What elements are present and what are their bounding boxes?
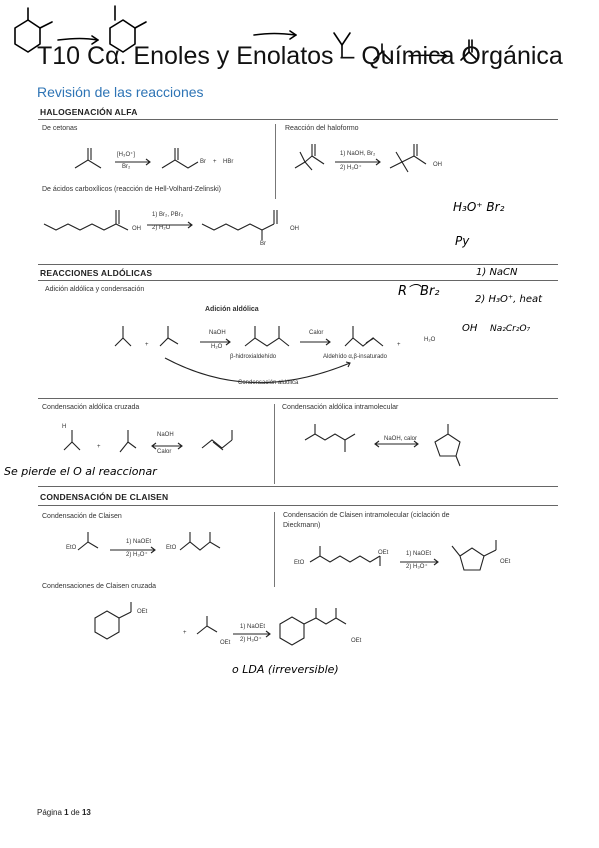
cruzada-calor: Calor xyxy=(157,449,172,455)
intramolecular-aldol-scheme xyxy=(304,424,461,467)
cruzada-oet-label-1: OEt xyxy=(137,609,148,615)
haloformo-reagent-2: 2) H₃O⁺ xyxy=(340,165,362,171)
section-divider xyxy=(38,119,558,120)
svg-text:+: + xyxy=(397,342,401,348)
dieckmann-product-oet-label: OEt xyxy=(500,559,511,565)
ketone-halogenation-scheme xyxy=(74,148,199,169)
cetonas-reagent-bottom: Br₂ xyxy=(122,164,131,170)
column-divider xyxy=(274,404,275,484)
handwritten-rbr: R⌒Br₂ xyxy=(398,284,440,299)
cruzada-naoh: NaOH xyxy=(157,432,174,438)
haloformo-oh-label: OH xyxy=(433,162,442,168)
adicion-naoh: NaOH xyxy=(209,330,226,336)
intra-reagent: NaOH, calor xyxy=(384,436,418,442)
cetonas-label: De cetonas xyxy=(42,125,78,132)
section-heading-halogenacion: HALOGENACIÓN ALFA xyxy=(40,107,138,117)
handwritten-oh: OH xyxy=(462,323,478,334)
handwritten-lda-note: o LDA (irreversible) xyxy=(232,663,339,676)
dieckmann-label-1: Condensación de Claisen intramolecular (… xyxy=(283,512,450,519)
section-divider xyxy=(38,280,558,281)
intra-label: Condensación aldólica intramolecular xyxy=(282,404,399,411)
claisen-reagent-2: 2) H₃O⁺ xyxy=(126,552,148,558)
hvz-scheme xyxy=(43,210,278,240)
cruzada-label: Condensación aldólica cruzada xyxy=(42,404,140,411)
cetonas-byproduct: HBr xyxy=(223,159,234,165)
column-divider xyxy=(274,512,275,587)
footer-page-number: 1 xyxy=(64,808,69,817)
section-divider xyxy=(38,505,558,506)
claisen-eto-label: EtO xyxy=(66,545,77,551)
adicion-h2o: H₂O xyxy=(211,344,223,350)
acidos-reagent-2: 2) H₂O xyxy=(152,225,171,231)
dieckmann-label-2: Dieckmann) xyxy=(283,522,321,529)
plus-sign: + xyxy=(213,159,217,165)
cruzada-product-oet-label: OEt xyxy=(351,638,362,644)
enal-label: Aldehído α,β-insaturado xyxy=(323,354,387,360)
handwritten-note: Se pierde el O al reaccionar xyxy=(4,465,157,478)
hvz-oh-label: OH xyxy=(132,226,141,232)
haloform-scheme xyxy=(294,144,427,173)
claisen-label: Condensación de Claisen xyxy=(42,513,122,520)
dieckmann-scheme xyxy=(309,540,497,571)
adicion-label: Adición aldólica y condensación xyxy=(45,286,145,293)
handwritten-oxidant: Na₂Cr₂O₇ xyxy=(490,324,531,334)
claisen-product-eto-label: EtO xyxy=(166,545,177,551)
footer-prefix: Página xyxy=(37,808,65,817)
water-byproduct: H₂O xyxy=(424,337,436,343)
column-divider xyxy=(275,124,276,199)
claisen-scheme xyxy=(77,532,221,554)
section-divider xyxy=(38,486,558,487)
acidos-label: De ácidos carboxílicos (reacción de Hell… xyxy=(42,186,221,193)
handwritten-step-2: 2) H₃O⁺, heat xyxy=(475,294,543,305)
dieckmann-oet-label: OEt xyxy=(378,550,389,556)
dieckmann-reagent-1: 1) NaOEt xyxy=(406,551,432,557)
svg-text:+: + xyxy=(145,342,149,348)
section-heading-claisen: CONDENSACIÓN DE CLAISEN xyxy=(40,492,169,502)
br-label: Br xyxy=(200,159,206,165)
adicion-calor: Calor xyxy=(309,330,324,336)
cruzada-reagent-1: 1) NaOEt xyxy=(240,624,266,630)
claisen-reagent-1: 1) NaOEt xyxy=(126,539,152,545)
cruzada-reagent-2: 2) H₃O⁺ xyxy=(240,637,262,643)
footer-mid: de xyxy=(68,808,82,817)
section-heading-aldolicas: REACCIONES ALDÓLICAS xyxy=(40,268,153,278)
haloformo-reagent-1: 1) NaOH, Br₂ xyxy=(340,151,376,157)
cruzada-oet-label-2: OEt xyxy=(220,640,231,646)
beta-hydroxy-label: β-hidroxialdehído xyxy=(230,354,277,360)
handwritten-oxidation xyxy=(373,39,478,61)
hvz-br-label: Br xyxy=(260,241,266,247)
adicion-title: Adición aldólica xyxy=(205,306,259,313)
handwritten-reagents: H₃O⁺ Br₂ xyxy=(453,200,505,214)
handwritten-cyclohexanone-bromination xyxy=(14,5,147,53)
crossed-claisen-scheme: + xyxy=(94,602,347,646)
aldol-scheme: + + xyxy=(114,326,401,384)
condensacion-label: Condensación aldólica xyxy=(238,380,299,386)
footer-total-pages: 13 xyxy=(81,808,91,817)
crossed-aldol-scheme: + xyxy=(63,430,233,453)
svg-text:+: + xyxy=(97,444,101,450)
section-divider xyxy=(38,264,558,265)
handwritten-nitrile-hydrolysis xyxy=(253,30,352,58)
handwritten-pyridine: Py xyxy=(455,234,470,248)
section-divider xyxy=(38,398,558,399)
page-footer: Página 1 de 13 xyxy=(37,808,91,817)
cetonas-reagent-top: [H₃O⁺] xyxy=(117,152,135,158)
dieckmann-eto-label: EtO xyxy=(294,560,305,566)
cruzada-h-label: H xyxy=(62,424,67,430)
claisen-cruzada-label: Condensaciones de Claisen cruzada xyxy=(42,583,157,590)
handwritten-step-1: 1) NaCN xyxy=(476,267,518,278)
svg-text:+: + xyxy=(183,630,187,636)
page-title: T10 Cα. Enoles y Enolatos – Química Orgá… xyxy=(37,42,563,70)
hvz-product-oh-label: OH xyxy=(290,226,299,232)
dieckmann-reagent-2: 2) H₃O⁺ xyxy=(406,564,428,570)
acidos-reagent-1: 1) Br₂, PBr₃ xyxy=(152,212,184,218)
haloformo-label: Reacción del haloformo xyxy=(285,125,359,132)
page-subtitle: Revisión de las reacciones xyxy=(37,84,204,100)
